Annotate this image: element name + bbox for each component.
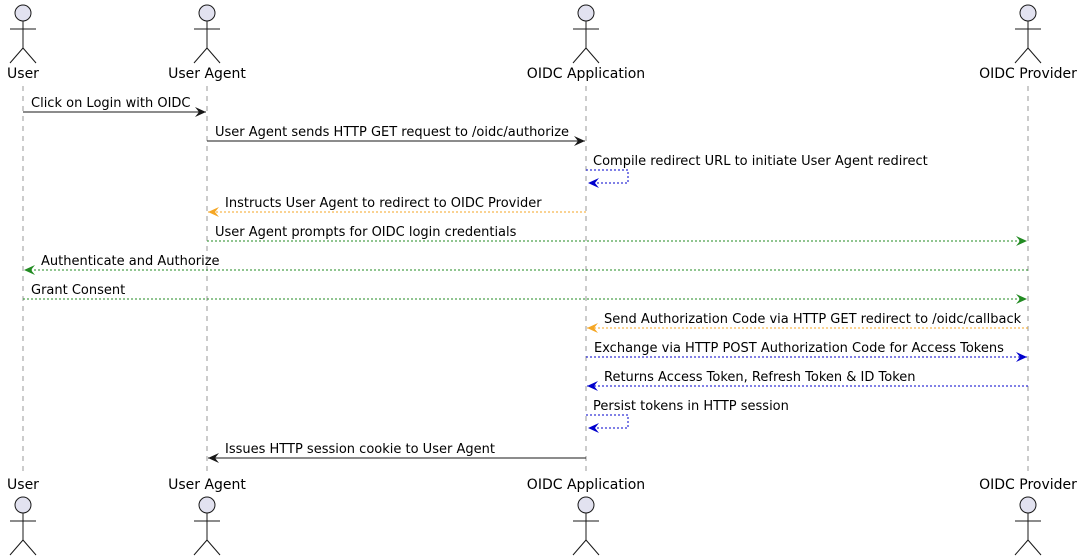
message-4: Instructs User Agent to redirect to OIDC… xyxy=(208,196,586,217)
message-9: Exchange via HTTP POST Authorization Cod… xyxy=(586,341,1027,362)
actor-figure-icon xyxy=(1014,4,1042,64)
message-label: Instructs User Agent to redirect to OIDC… xyxy=(225,196,542,211)
message-11: Persist tokens in HTTP session xyxy=(586,399,789,433)
participant-name: User Agent xyxy=(168,66,246,82)
message-8: Send Authorization Code via HTTP GET red… xyxy=(587,312,1028,333)
actor-figure-icon xyxy=(9,496,37,556)
message-label: User Agent prompts for OIDC login creden… xyxy=(215,225,517,240)
participant-name: User xyxy=(7,477,39,493)
participant-name: OIDC Application xyxy=(527,66,645,82)
participant-name: OIDC Provider xyxy=(979,66,1077,82)
participant-user-agent-bottom: User Agent xyxy=(168,477,246,556)
message-7: Grant Consent xyxy=(23,283,1027,304)
participant-oidc-application-bottom: OIDC Application xyxy=(527,477,645,556)
actor-figure-icon xyxy=(1014,496,1042,556)
message-5: User Agent prompts for OIDC login creden… xyxy=(207,225,1027,246)
participant-name: OIDC Application xyxy=(527,477,645,493)
participant-name: OIDC Provider xyxy=(979,477,1077,493)
message-label: Compile redirect URL to initiate User Ag… xyxy=(593,154,928,169)
message-label: Exchange via HTTP POST Authorization Cod… xyxy=(594,341,1004,356)
actor-figure-icon xyxy=(193,4,221,64)
message-label: Returns Access Token, Refresh Token & ID… xyxy=(604,370,916,385)
message-label: Grant Consent xyxy=(31,283,125,298)
message-label: Send Authorization Code via HTTP GET red… xyxy=(604,312,1022,327)
message-arrow xyxy=(586,414,629,433)
message-label: User Agent sends HTTP GET request to /oi… xyxy=(215,125,569,140)
participant-oidc-provider-top: OIDC Provider xyxy=(979,4,1077,82)
actor-figure-icon xyxy=(572,4,600,64)
message-label: Issues HTTP session cookie to User Agent xyxy=(225,442,495,457)
message-3: Compile redirect URL to initiate User Ag… xyxy=(586,154,928,188)
message-12: Issues HTTP session cookie to User Agent xyxy=(208,442,586,463)
participant-user-top: User xyxy=(7,4,39,82)
message-label: Click on Login with OIDC xyxy=(31,96,191,111)
lifelines xyxy=(22,86,1029,476)
actor-figure-icon xyxy=(193,496,221,556)
actor-figure-icon xyxy=(9,4,37,64)
participant-name: User xyxy=(7,66,39,82)
message-1: Click on Login with OIDC xyxy=(23,96,206,117)
message-10: Returns Access Token, Refresh Token & ID… xyxy=(587,370,1028,391)
participant-oidc-provider-bottom: OIDC Provider xyxy=(979,477,1077,556)
message-label: Authenticate and Authorize xyxy=(41,254,220,269)
actor-figure-icon xyxy=(572,496,600,556)
message-label: Persist tokens in HTTP session xyxy=(593,399,789,414)
participant-user-agent-top: User Agent xyxy=(168,4,246,82)
participant-name: User Agent xyxy=(168,477,246,493)
message-6: Authenticate and Authorize xyxy=(24,254,1028,275)
participant-oidc-application-top: OIDC Application xyxy=(527,4,645,82)
participant-user-bottom: User xyxy=(7,477,39,556)
message-arrow xyxy=(586,169,629,188)
messages: Click on Login with OIDC User Agent sends… xyxy=(23,96,1028,463)
message-2: User Agent sends HTTP GET request to /oi… xyxy=(207,125,585,146)
